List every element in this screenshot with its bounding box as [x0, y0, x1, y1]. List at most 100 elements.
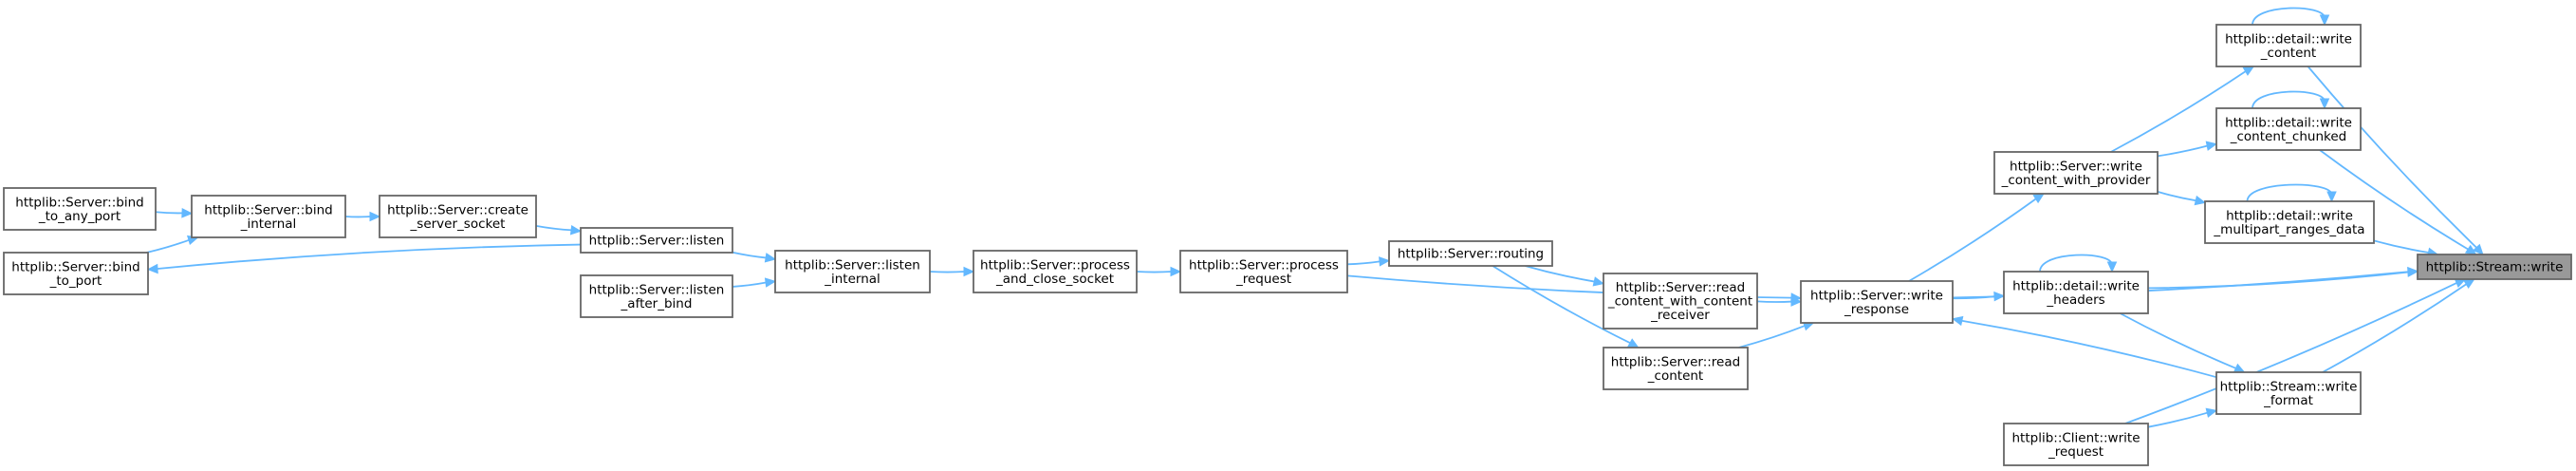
node-listen-after-bind[interactable]: httplib::Server::listen_after_bind	[580, 274, 733, 318]
node-box	[1993, 151, 2159, 195]
edge-write-content-with-provider-to-write-multipart	[2157, 191, 2207, 206]
node-label-line: _internal	[824, 272, 880, 287]
edge-line	[2147, 271, 2410, 290]
node-label-line: httplib::Server::create	[387, 202, 528, 217]
node-write-content[interactable]: httplib::detail::write_content	[2215, 24, 2362, 67]
edge-routing-to-read-content-receiver	[1525, 265, 1605, 287]
node-box	[1603, 347, 1749, 390]
edge-line	[2147, 411, 2209, 428]
edge-arrowhead	[1790, 292, 1803, 303]
node-box	[2215, 371, 2362, 415]
node-box	[2417, 254, 2572, 280]
edge-write-multipart-to-write-multipart	[2246, 183, 2337, 203]
edge-line	[2252, 7, 2326, 26]
edge-line	[929, 271, 966, 273]
node-process-request[interactable]: httplib::Server::process_request	[1179, 250, 1348, 293]
node-label-line: _and_close_socket	[995, 272, 1114, 287]
edge-process-request-to-routing	[1346, 256, 1391, 267]
node-box	[2003, 271, 2149, 314]
node-read-content-receiver[interactable]: httplib::Server::read_content_with_conte…	[1603, 273, 1758, 330]
node-label-line: _request	[1235, 272, 1291, 287]
edge-arrowhead	[2242, 66, 2255, 76]
edge-write-content-to-stream-write	[2307, 66, 2484, 255]
node-label-line: httplib::Server::bind	[204, 202, 332, 217]
edge-line	[732, 281, 768, 288]
edge-line	[1136, 271, 1173, 273]
node-box	[580, 227, 733, 254]
edge-line	[1525, 265, 1596, 283]
node-box	[1179, 250, 1348, 293]
call-graph-nodes: httplib::Stream::writehttplib::detail::w…	[3, 24, 2572, 466]
edge-arrowhead	[146, 263, 158, 274]
edge-line	[1346, 260, 1381, 266]
edge-line	[535, 224, 573, 232]
edge-write-response-to-write-content-with-provider	[1908, 193, 2046, 282]
edge-arrowhead	[1993, 291, 2006, 302]
node-label-line: _multipart_ranges_data	[2213, 222, 2364, 237]
edge-write-format-to-write-response	[1951, 315, 2217, 379]
node-write-content-with-provider[interactable]: httplib::Server::write_content_with_prov…	[1993, 151, 2159, 195]
node-label-line: httplib::Server::process	[980, 257, 1130, 273]
edge-write-content-with-provider-to-write-content-chunked	[2157, 141, 2218, 158]
edge-line	[2110, 69, 2248, 153]
edge-write-format-to-stream-write	[2322, 278, 2475, 373]
node-bind-internal[interactable]: httplib::Server::bind_internal	[191, 195, 346, 238]
node-routing[interactable]: httplib::Server::routing	[1388, 240, 1553, 267]
node-write-response[interactable]: httplib::Server::write_response	[1800, 280, 1954, 324]
edge-line	[2157, 191, 2197, 202]
edge-line	[155, 211, 184, 215]
node-label-line: _server_socket	[410, 217, 506, 232]
edge-write-headers-to-write-format	[2120, 312, 2246, 373]
edge-listen-to-listen-internal	[732, 251, 777, 263]
node-create-server-socket[interactable]: httplib::Server::create_server_socket	[379, 195, 537, 238]
edge-line	[732, 251, 768, 259]
edge-arrowhead	[2319, 98, 2330, 110]
node-label-line: httplib::Server::listen	[589, 282, 725, 297]
edge-line	[2246, 183, 2333, 202]
edge-arrowhead	[1170, 266, 1182, 277]
edge-bind-to-port-to-bind-internal	[146, 235, 199, 254]
node-label-line: httplib::Server::bind	[11, 259, 139, 274]
edge-write-content-chunked-to-write-content-chunked	[2252, 90, 2330, 110]
node-bind-to-any-port[interactable]: httplib::Server::bind_to_any_port	[3, 187, 157, 231]
edge-client-write-request-to-stream-write	[2124, 278, 2467, 424]
node-label-line: _request	[2048, 444, 2103, 460]
edge-arrowhead	[181, 208, 194, 218]
node-read-content[interactable]: httplib::Server::read_content	[1603, 347, 1749, 390]
edge-arrowhead	[369, 211, 381, 222]
edge-arrowhead	[2233, 363, 2246, 373]
call-graph-edges	[146, 7, 2484, 428]
node-box	[1388, 240, 1553, 267]
edge-line	[1908, 198, 2038, 282]
node-stream-write[interactable]: httplib::Stream::write	[2417, 254, 2572, 280]
edge-line	[2120, 312, 2237, 369]
edge-process-and-close-to-process-request	[1136, 266, 1182, 277]
node-client-write-request[interactable]: httplib::Client::write_request	[2003, 423, 2149, 466]
edge-write-content-chunked-to-stream-write	[2319, 149, 2477, 255]
node-write-content-chunked[interactable]: httplib::detail::write_content_chunked	[2215, 107, 2362, 151]
node-box	[774, 250, 931, 293]
node-listen-internal[interactable]: httplib::Server::listen_internal	[774, 250, 931, 293]
node-label-line: httplib::Server::routing	[1398, 247, 1544, 262]
edge-arrowhead	[2032, 193, 2046, 204]
edge-listen-internal-to-process-and-close	[929, 266, 975, 277]
edge-line	[1952, 295, 1996, 300]
node-label-line: _content	[2260, 46, 2316, 61]
edge-line	[1492, 265, 1632, 345]
edge-client-write-request-to-write-format	[2147, 407, 2218, 428]
node-write-format[interactable]: httplib::Stream::write_format	[2215, 371, 2362, 415]
node-label-line: _to_any_port	[38, 209, 120, 224]
node-box	[2003, 423, 2149, 466]
edge-line	[2252, 90, 2326, 109]
node-label-line: _headers	[2046, 292, 2104, 308]
node-label-line: httplib::Server::write	[1810, 288, 1943, 303]
edge-arrowhead	[2326, 191, 2337, 203]
node-write-multipart[interactable]: httplib::detail::write_multipart_ranges_…	[2204, 200, 2375, 244]
node-box	[379, 195, 537, 238]
node-write-headers[interactable]: httplib::detail::write_headers	[2003, 271, 2149, 314]
edge-listen-to-bind-to-port	[146, 243, 582, 274]
node-bind-to-port[interactable]: httplib::Server::bind_to_port	[3, 252, 149, 295]
node-listen[interactable]: httplib::Server::listen	[580, 227, 733, 254]
node-process-and-close[interactable]: httplib::Server::process_and_close_socke…	[973, 250, 1138, 293]
